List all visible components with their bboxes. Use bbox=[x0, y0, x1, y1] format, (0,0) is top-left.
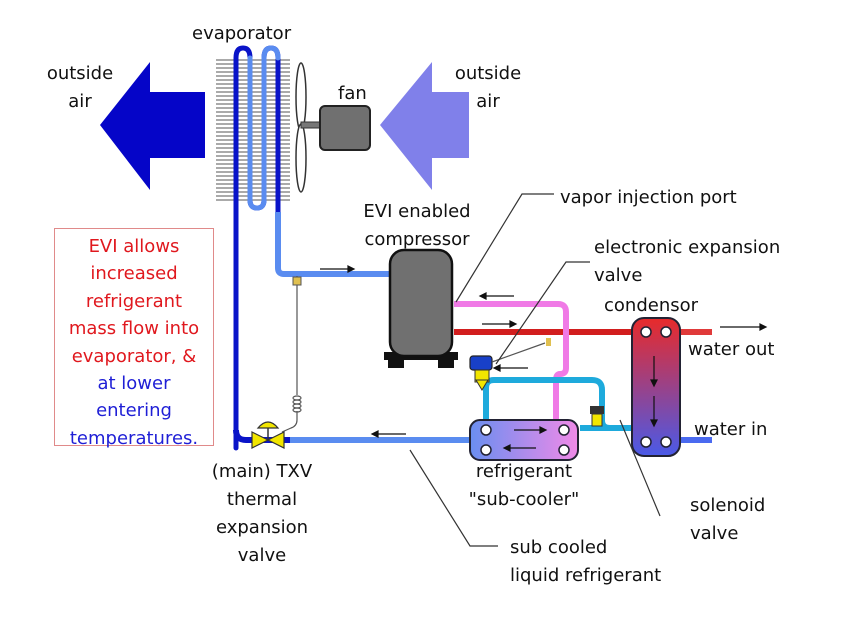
label-fan: fan bbox=[338, 83, 367, 104]
label-outside-air-right: outside air bbox=[446, 60, 530, 116]
label-line: outside bbox=[46, 63, 114, 84]
note-line: mass flow into bbox=[68, 318, 200, 340]
label-line: valve bbox=[690, 523, 739, 544]
txv-sensing-line bbox=[281, 276, 298, 433]
label-line: expansion bbox=[215, 517, 309, 538]
label-line: outside bbox=[454, 63, 522, 84]
note-line: increased bbox=[90, 263, 178, 285]
note-line: at lower bbox=[97, 373, 171, 395]
note-line: refrigerant bbox=[85, 290, 183, 312]
label-line: EVI enabled bbox=[363, 201, 471, 222]
label-line: compressor bbox=[364, 229, 470, 250]
callout-lines bbox=[409, 193, 661, 547]
fan-motor bbox=[319, 105, 371, 151]
liquid-line bbox=[233, 429, 470, 443]
label-line: refrigerant bbox=[475, 461, 573, 482]
label-water-out: water out bbox=[688, 339, 775, 360]
suction-line bbox=[275, 212, 392, 277]
label-line: thermal bbox=[226, 489, 298, 510]
label-evaporator: evaporator bbox=[192, 23, 292, 44]
label-line: valve bbox=[594, 265, 643, 286]
outside-air-arrow-left bbox=[100, 62, 205, 190]
label-vapor-injection-port: vapor injection port bbox=[560, 187, 737, 208]
fan bbox=[295, 62, 371, 193]
label-compressor: EVI enabled compressor bbox=[352, 198, 482, 254]
solenoid-valve bbox=[590, 406, 604, 427]
note-line: temperatures. bbox=[69, 427, 199, 449]
label-sub-cooler: refrigerant "sub-cooler" bbox=[464, 458, 584, 514]
outside-air-arrow-right bbox=[380, 62, 469, 190]
note-line: EVI allows bbox=[88, 236, 180, 257]
label-line: air bbox=[476, 91, 500, 112]
evaporator-coil bbox=[233, 45, 281, 451]
label-line: electronic expansion bbox=[594, 237, 781, 258]
label-outside-air-left: outside air bbox=[38, 60, 122, 116]
label-solenoid-valve: solenoid valve bbox=[690, 492, 765, 548]
sub-cooler bbox=[469, 419, 579, 461]
label-line: sub cooled bbox=[510, 537, 608, 558]
txv-valve bbox=[251, 421, 285, 449]
flow-arrows bbox=[320, 265, 768, 452]
electronic-expansion-valve bbox=[469, 338, 551, 391]
evi-note-box: EVI allows increased refrigerant mass fl… bbox=[54, 228, 214, 449]
vapor-injection-line bbox=[454, 301, 569, 432]
evi-compressor bbox=[384, 248, 458, 368]
note-line: evaporator, & bbox=[71, 345, 197, 367]
label-line: liquid refrigerant bbox=[510, 565, 662, 586]
label-condensor: condensor bbox=[604, 295, 699, 316]
label-line: (main) TXV bbox=[211, 461, 313, 482]
label-line: solenoid bbox=[690, 495, 766, 516]
label-water-in: water in bbox=[694, 419, 768, 440]
label-electronic-expansion-valve: electronic expansion valve bbox=[594, 234, 780, 290]
label-txv: (main) TXV thermal expansion valve bbox=[200, 458, 324, 570]
label-subcooled-liquid: sub cooled liquid refrigerant bbox=[510, 534, 661, 590]
evaporator-fins bbox=[216, 59, 290, 201]
note-line: entering bbox=[96, 400, 172, 422]
label-line: air bbox=[68, 91, 92, 112]
label-line: "sub-cooler" bbox=[468, 489, 580, 510]
label-line: valve bbox=[237, 545, 287, 566]
condenser bbox=[631, 317, 681, 457]
